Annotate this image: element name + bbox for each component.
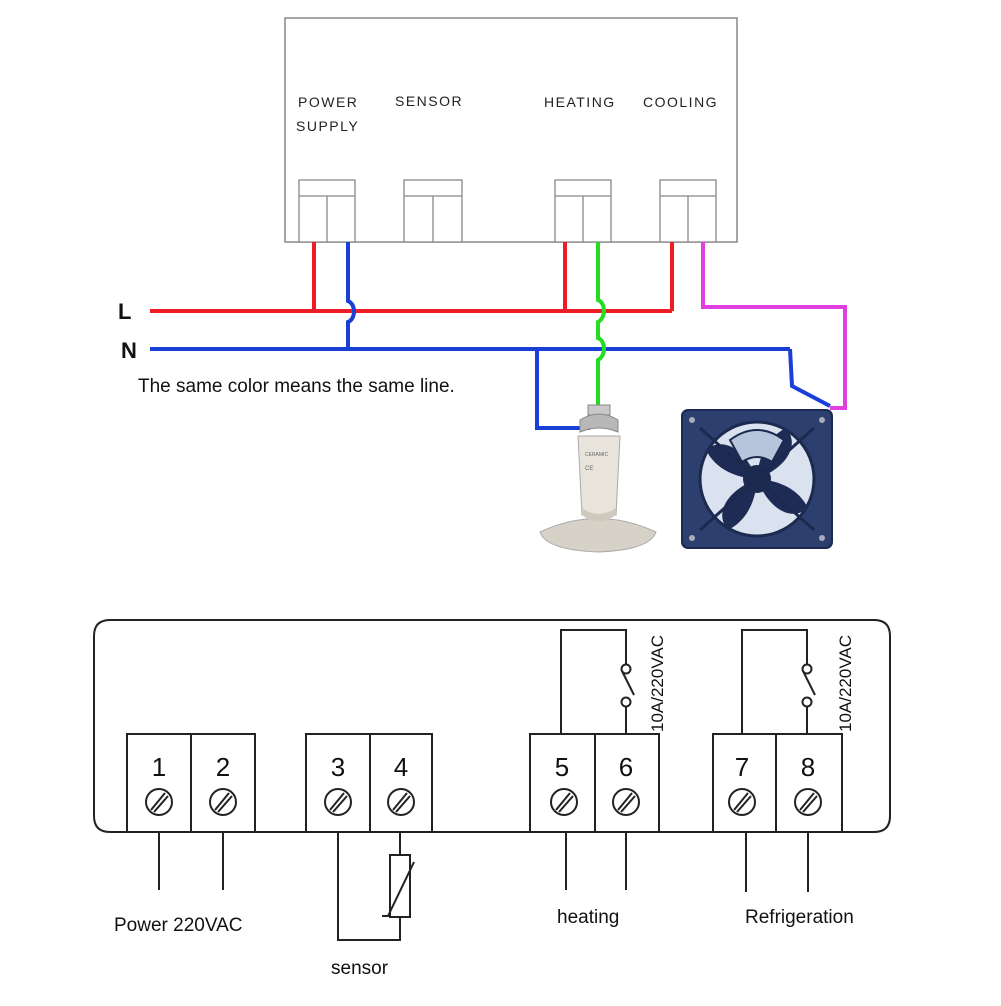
terminal-2: 2 bbox=[190, 733, 256, 833]
cooling-label: COOLING bbox=[643, 94, 718, 110]
power-terminal-block bbox=[298, 179, 356, 243]
terminal-housing bbox=[93, 619, 891, 833]
terminal-4-number: 4 bbox=[394, 752, 408, 782]
ceramic-heat-lamp-icon: CERAMIC CE bbox=[539, 404, 657, 553]
terminal-8: 8 bbox=[775, 733, 843, 833]
svg-text:CE: CE bbox=[585, 466, 593, 472]
terminal-3-number: 3 bbox=[331, 752, 345, 782]
line-l-label: L bbox=[118, 299, 131, 324]
controller-box: POWER SUPPLY SENSOR HEATING COOLING bbox=[284, 17, 738, 243]
heating-terminal-block bbox=[554, 179, 612, 243]
terminal-3-screw-icon bbox=[324, 788, 352, 816]
thermistor-icon bbox=[382, 854, 415, 918]
heating-relay-switch bbox=[560, 629, 635, 734]
sensor-loop bbox=[337, 832, 401, 941]
terminal-1-number: 1 bbox=[152, 752, 166, 782]
neutral-wire bbox=[150, 242, 831, 430]
sensor-label: SENSOR bbox=[395, 93, 463, 109]
live-wire bbox=[150, 242, 674, 313]
refrigeration-caption: Refrigeration bbox=[745, 907, 854, 928]
terminal-4-screw-icon bbox=[387, 788, 415, 816]
terminal-5: 5 bbox=[529, 733, 596, 833]
power-supply-label-line2: SUPPLY bbox=[296, 118, 359, 134]
terminal-2-screw-icon bbox=[209, 788, 237, 816]
terminal-7-screw-icon bbox=[728, 788, 756, 816]
terminal-8-screw-icon bbox=[794, 788, 822, 816]
heating-relay-rating: 10A/220VAC bbox=[648, 635, 667, 732]
fan-wire bbox=[701, 242, 847, 410]
line-n-label: N bbox=[121, 338, 137, 363]
terminal-7-number: 7 bbox=[735, 752, 749, 782]
terminal-3: 3 bbox=[305, 733, 371, 833]
terminal-6-number: 6 bbox=[619, 752, 633, 782]
cooling-relay-rating: 10A/220VAC bbox=[836, 635, 855, 732]
terminal-8-number: 8 bbox=[801, 752, 815, 782]
svg-text:CERAMIC: CERAMIC bbox=[585, 452, 608, 458]
terminal-6-screw-icon bbox=[612, 788, 640, 816]
terminal-7: 7 bbox=[712, 733, 777, 833]
terminal-5-screw-icon bbox=[550, 788, 578, 816]
output-leads bbox=[158, 832, 809, 892]
cooling-terminal-block bbox=[659, 179, 717, 243]
sensor-terminal-block bbox=[403, 179, 463, 243]
same-color-note: The same color means the same line. bbox=[138, 376, 455, 397]
terminal-6: 6 bbox=[594, 733, 660, 833]
heater-wire bbox=[596, 242, 606, 410]
terminal-1-screw-icon bbox=[145, 788, 173, 816]
power-220vac-label: Power 220VAC bbox=[114, 915, 243, 936]
exhaust-fan-icon bbox=[681, 409, 833, 549]
heating-caption: heating bbox=[557, 907, 619, 928]
terminal-4: 4 bbox=[369, 733, 433, 833]
terminal-2-number: 2 bbox=[216, 752, 230, 782]
sensor-caption: sensor bbox=[331, 958, 389, 979]
power-supply-label-line1: POWER bbox=[298, 94, 358, 110]
terminal-5-number: 5 bbox=[555, 752, 569, 782]
terminal-1: 1 bbox=[126, 733, 192, 833]
heating-label: HEATING bbox=[544, 94, 616, 110]
cooling-relay-switch bbox=[741, 629, 816, 734]
